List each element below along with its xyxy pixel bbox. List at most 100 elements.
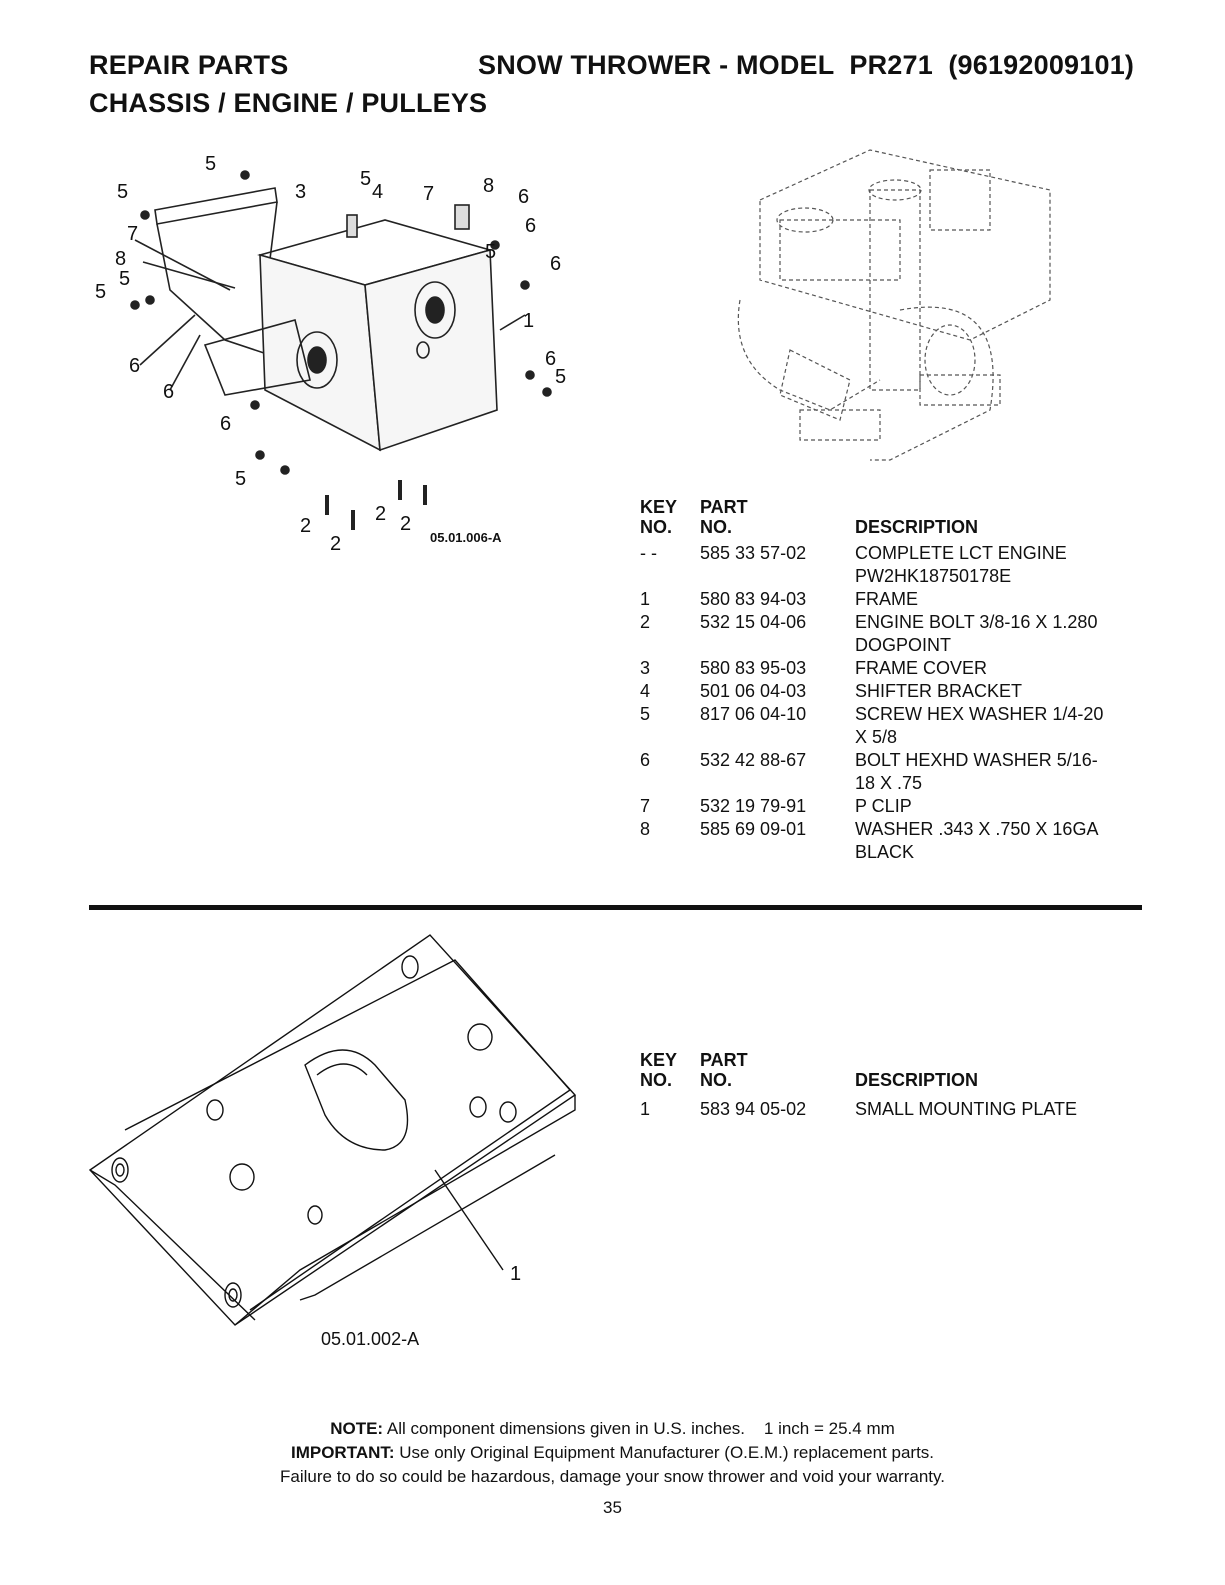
col-part-label: PART xyxy=(700,1050,748,1070)
table-row: 4 501 06 04-03 SHIFTER BRACKET xyxy=(640,680,1145,703)
callout-5a: 5 xyxy=(205,153,216,175)
callout-3: 3 xyxy=(295,181,306,203)
callout-2d: 2 xyxy=(400,513,411,535)
engine-drawing xyxy=(737,149,1051,461)
description: COMPLETE LCT ENGINE xyxy=(855,543,1067,563)
col-part-no: NO. xyxy=(700,517,733,537)
key-no: 1 xyxy=(640,1099,651,1119)
callout-6a: 6 xyxy=(518,186,529,208)
col-description: DESCRIPTION xyxy=(855,517,979,537)
callout-5b: 5 xyxy=(117,181,128,203)
plate-outline-shape xyxy=(88,934,577,1326)
col-description: DESCRIPTION xyxy=(855,1070,979,1090)
callout-6c: 6 xyxy=(550,253,561,275)
key-no: 2 xyxy=(640,612,651,632)
description: SHIFTER BRACKET xyxy=(855,681,1023,701)
callout-5e: 5 xyxy=(119,268,130,290)
table-row: 5 817 06 04-10 SCREW HEX WASHER 1/4-20 X … xyxy=(640,703,1145,749)
key-no: 5 xyxy=(640,704,651,724)
part-no: 585 33 57-02 xyxy=(700,543,807,563)
description: WASHER .343 X .750 X 16GA xyxy=(855,819,1099,839)
description: BOLT HEXHD WASHER 5/16- xyxy=(855,750,1098,770)
callout-4: 4 xyxy=(372,181,383,203)
mounting-plate-diagram: 1 05.01.002-A xyxy=(88,934,577,1349)
description: SMALL MOUNTING PLATE xyxy=(855,1099,1078,1119)
description-cont: PW2HK18750178E xyxy=(855,566,1012,586)
description-cont: BLACK xyxy=(855,842,915,862)
col-key-label: KEY xyxy=(640,1050,678,1070)
part-no: 580 83 95-03 xyxy=(700,658,807,678)
callout-7a: 7 xyxy=(423,183,434,205)
callout-6g: 6 xyxy=(220,413,231,435)
page-number: 35 xyxy=(603,1498,622,1517)
callout-5h: 5 xyxy=(235,468,246,490)
note-label: NOTE: xyxy=(330,1419,384,1438)
description: P CLIP xyxy=(855,796,912,816)
key-no: 1 xyxy=(640,589,651,609)
description: FRAME xyxy=(855,589,918,609)
callout-5g: 5 xyxy=(555,366,566,388)
important-label: IMPORTANT: xyxy=(290,1443,395,1462)
description-cont: 18 X .75 xyxy=(855,773,923,793)
warning-line: Failure to do so could be hazardous, dam… xyxy=(280,1467,945,1486)
callout-6f: 6 xyxy=(545,348,556,370)
frame-cover-shape xyxy=(154,187,278,225)
callout-6e: 6 xyxy=(163,381,174,403)
key-no: 3 xyxy=(640,658,651,678)
col-part-no: NO. xyxy=(700,1070,733,1090)
note-text: All component dimensions given in U.S. i… xyxy=(383,1419,895,1438)
part-no: 817 06 04-10 xyxy=(700,704,807,724)
key-no: 8 xyxy=(640,819,651,839)
table-row: 1 580 83 94-03 FRAME xyxy=(640,588,1145,611)
description: ENGINE BOLT 3/8-16 X 1.280 xyxy=(855,612,1098,632)
callout-2a: 2 xyxy=(300,515,311,537)
description: SCREW HEX WASHER 1/4-20 xyxy=(855,704,1104,724)
key-no: - - xyxy=(640,543,657,563)
description: FRAME COVER xyxy=(855,658,988,678)
part-no: 532 42 88-67 xyxy=(700,750,807,770)
callout-7b: 7 xyxy=(127,223,138,245)
part-no: 532 19 79-91 xyxy=(700,796,807,816)
description-cont: X 5/8 xyxy=(855,727,898,747)
important-text: Use only Original Equipment Manufacturer… xyxy=(394,1443,935,1462)
key-no: 4 xyxy=(640,681,651,701)
callout-6d: 6 xyxy=(129,355,140,377)
table-row: 1 583 94 05-02 SMALL MOUNTING PLATE xyxy=(640,1098,1145,1121)
table-row: 8 585 69 09-01 WASHER .343 X .750 X 16GA… xyxy=(640,818,1145,864)
part-no: 583 94 05-02 xyxy=(700,1099,807,1119)
table-row: 2 532 15 04-06 ENGINE BOLT 3/8-16 X 1.28… xyxy=(640,611,1145,657)
page-subtitle: CHASSIS / ENGINE / PULLEYS xyxy=(89,88,488,118)
callout-6b: 6 xyxy=(525,215,536,237)
important-line: IMPORTANT: Use only Original Equipment M… xyxy=(0,1441,1225,1465)
table-row: 7 532 19 79-91 P CLIP xyxy=(640,795,1145,818)
col-key-no: NO. xyxy=(640,1070,673,1090)
table-row: 3 580 83 95-03 FRAME COVER xyxy=(640,657,1145,680)
callout-5c: 5 xyxy=(360,168,371,190)
callout-8a: 8 xyxy=(483,175,494,197)
part-no: 580 83 94-03 xyxy=(700,589,807,609)
part-no: 532 15 04-06 xyxy=(700,612,807,632)
callout-8b: 8 xyxy=(115,248,126,270)
frame-right-side-shape xyxy=(364,248,498,452)
figure1-code: 05.01.006-A xyxy=(430,530,502,545)
section-divider xyxy=(89,905,1142,910)
callout-1: 1 xyxy=(523,310,534,332)
table-row: - - 585 33 57-02 COMPLETE LCT ENGINE PW2H… xyxy=(640,542,1145,588)
part-no: 501 06 04-03 xyxy=(700,681,807,701)
section-title: REPAIR PARTS xyxy=(89,50,289,80)
note-line: NOTE: All component dimensions given in … xyxy=(0,1417,1225,1441)
col-key-no: NO. xyxy=(640,517,673,537)
col-part-label: PART xyxy=(700,497,748,517)
col-key-label: KEY xyxy=(640,497,678,517)
chassis-exploded-diagram: 5 5 3 5 4 7 8 6 6 5 6 7 8 5 5 1 6 6 5 6 … xyxy=(95,153,566,555)
description-cont: DOGPOINT xyxy=(855,635,952,655)
key-no: 7 xyxy=(640,796,651,816)
callout-1: 1 xyxy=(510,1263,521,1285)
part-no: 585 69 09-01 xyxy=(700,819,807,839)
model-title: SNOW THROWER - MODEL PR271 (96192009101) xyxy=(478,50,1135,80)
callout-5d: 5 xyxy=(485,241,496,263)
table-row: 6 532 42 88-67 BOLT HEXHD WASHER 5/16-18… xyxy=(640,749,1145,795)
callout-2b: 2 xyxy=(330,533,341,555)
figure2-code: 05.01.002-A xyxy=(321,1329,419,1349)
